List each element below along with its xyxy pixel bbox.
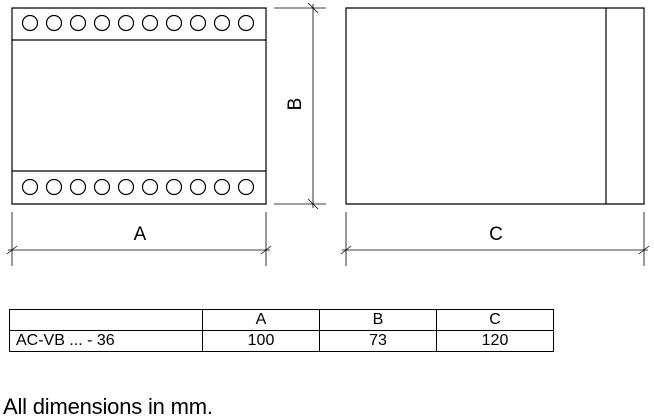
top-terminal-circle	[191, 16, 206, 31]
top-terminal-circle	[71, 16, 86, 31]
dim-b-tick-top	[308, 3, 318, 13]
front-view-body	[12, 8, 266, 204]
dimension-drawing: A B C	[0, 0, 654, 300]
header-cell-b: B	[319, 309, 437, 331]
top-terminal-circle	[143, 16, 158, 31]
top-terminal-circle	[215, 16, 230, 31]
top-terminal-circle	[95, 16, 110, 31]
dim-c-label: C	[489, 224, 503, 245]
dim-b-tick-bottom	[308, 199, 318, 209]
dim-a-tick-right	[261, 246, 271, 254]
top-terminal-circle	[167, 16, 182, 31]
dim-c-tick-left	[341, 246, 351, 254]
bottom-terminal-circle	[47, 180, 62, 195]
dim-a-label: A	[134, 224, 147, 245]
units-footnote: All dimensions in mm.	[3, 394, 213, 419]
bottom-terminal-circle	[71, 180, 86, 195]
dimension-b: B	[274, 3, 326, 209]
top-terminal-row	[23, 16, 254, 31]
bottom-terminal-circle	[143, 180, 158, 195]
cell-b-value: 73	[319, 330, 437, 352]
top-terminal-circle	[23, 16, 38, 31]
header-cell-c: C	[436, 309, 554, 331]
bottom-terminal-circle	[239, 180, 254, 195]
bottom-terminal-circle	[119, 180, 134, 195]
top-terminal-circle	[47, 16, 62, 31]
dim-b-label: B	[285, 98, 306, 111]
bottom-terminal-circle	[95, 180, 110, 195]
top-terminal-circle	[119, 16, 134, 31]
bottom-terminal-row	[23, 180, 254, 195]
cell-c-value: 120	[436, 330, 554, 352]
table-header-row: A B C	[9, 309, 554, 331]
dim-c-tick-right	[639, 246, 649, 254]
cell-model: AC-VB ... - 36	[9, 330, 203, 352]
dim-a-tick-left	[7, 246, 17, 254]
bottom-terminal-circle	[191, 180, 206, 195]
header-cell-a: A	[202, 309, 320, 331]
dimension-a: A	[7, 212, 271, 266]
bottom-terminal-circle	[167, 180, 182, 195]
top-terminal-circle	[239, 16, 254, 31]
cell-a-value: 100	[202, 330, 320, 352]
table-row: AC-VB ... - 36 100 73 120	[9, 330, 554, 352]
bottom-terminal-circle	[23, 180, 38, 195]
dimension-c: C	[341, 212, 649, 266]
bottom-terminal-circle	[215, 180, 230, 195]
side-view-body	[346, 8, 644, 204]
dimensions-table: A B C AC-VB ... - 36 100 73 120	[9, 309, 554, 352]
header-cell-model	[9, 309, 203, 331]
